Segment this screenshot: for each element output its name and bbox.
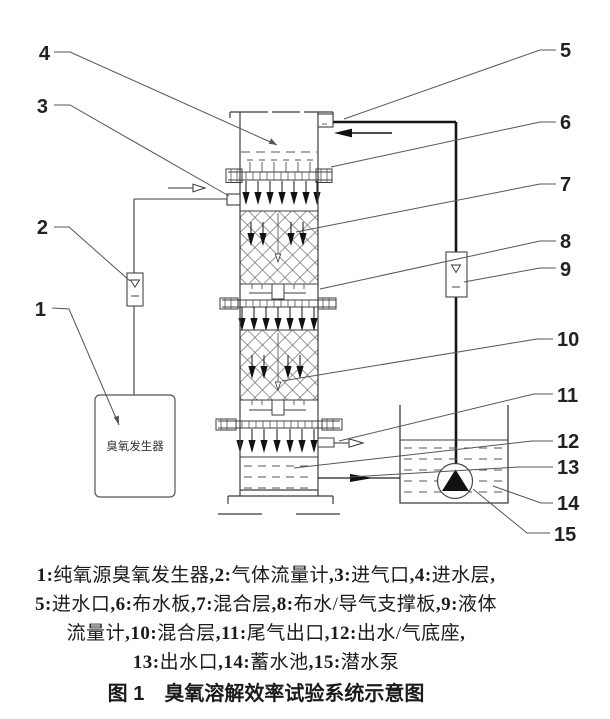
callout-line-13 [349,466,553,478]
callout-line-6 [330,121,556,168]
flange-tab [219,297,239,310]
spray-arrows-middle [237,306,319,332]
callout-line-9 [463,267,556,283]
callout-label-2: 2 [37,217,48,239]
water-outlet-line [318,474,400,482]
flange-tab [315,168,333,183]
callout-line-3 [54,104,230,197]
gas-inlet-port [226,193,241,206]
callout-label-4: 4 [39,43,51,65]
callout-line-5 [343,49,556,120]
callout-line-4 [54,51,278,146]
callout-line-2 [54,226,131,282]
callout-label-15: 15 [554,524,576,546]
tail-gas-outlet [317,437,365,448]
ozone-system-diagram: 臭氧发生器 [35,40,580,546]
flange-tab [321,418,343,431]
packing-layer-lower [240,329,318,400]
legend-line-4: 13:出水口,14:蓄水池,15:潜水泵 [132,652,400,673]
callout-line-10 [281,338,553,382]
packing-layer-upper [240,210,318,283]
float-indicator-icon [450,264,462,274]
inlet-water-layer [241,151,317,172]
figure-caption: 1:纯氧源臭氧发生器,2:气体流量计,3:进气口,4:进水层, 5:进水口,6:… [0,561,532,708]
callout-label-8: 8 [560,231,571,253]
submersible-pump [436,462,474,500]
float-indicator-icon [129,279,141,288]
callout-line-14 [492,485,553,504]
figure-title: 图 1 臭氧溶解效率试验系统示意图 [107,683,425,705]
callout-line-12 [293,440,553,469]
spray-arrows-top [241,180,322,206]
callout-label-5: 5 [560,40,571,62]
outlet-flow-arrow-icon [350,474,373,482]
callout-label-6: 6 [560,112,571,134]
callout-line-15 [472,488,550,534]
legend-line-2: 5:进水口,6:布水板,7:混合层,8:布水/导气支撑板,9:液体 [35,594,497,615]
ozone-generator-label: 臭氧发生器 [106,439,164,453]
callout-line-7 [295,183,556,233]
column-bottom-flange [218,489,340,515]
callout-label-9: 9 [560,259,571,281]
callout-label-13: 13 [557,457,579,479]
callout-label-10: 10 [557,329,579,351]
support-plate-middle [219,283,337,332]
water-inlet-port [317,113,334,128]
tail-gas-arrow-icon [348,438,365,448]
column-bottom-water [240,456,318,489]
legend-line-3: 流量计,10:混合层,11:尾气出口,12:出水/气底座, [66,623,466,644]
legend-line-1: 1:纯氧源臭氧发生器,2:气体流量计,3:进气口,4:进水层, [36,565,496,586]
small-down-arrow-icon [274,253,282,264]
ozone-generator-box: 臭氧发生器 [94,394,176,498]
callout-line-11 [338,393,553,442]
callout-lines [51,49,556,534]
pump-impeller-icon [442,469,469,491]
callout-label-14: 14 [557,493,580,515]
callout-label-11: 11 [557,385,578,407]
small-down-arrow-icon [274,381,282,392]
spray-arrows-bottom [235,428,319,454]
callout-arrowhead-icon [113,415,119,425]
callout-arrowhead-icon [268,138,277,145]
callout-label-1: 1 [35,299,46,321]
gas-flowmeter [126,272,144,307]
flange-tab [215,418,237,431]
liquid-flowmeter [445,251,468,298]
gas-riser [271,283,285,300]
gas-riser [271,399,285,416]
callout-labels: 1 2 3 4 5 6 7 8 9 10 11 12 13 14 15 [35,40,580,546]
callout-line-1 [51,307,120,426]
flange-tab [225,168,243,183]
outlet-base-plate [215,399,343,454]
gas-pipe [133,183,227,395]
callout-line-8 [319,240,556,290]
callout-label-12: 12 [557,431,579,453]
water-pipe [333,120,458,465]
callout-label-7: 7 [560,174,571,196]
water-flow-arrow-icon [334,128,352,138]
gas-flow-arrow-icon [192,183,207,193]
callout-label-3: 3 [37,96,48,118]
water-distribution-plate [225,168,333,206]
